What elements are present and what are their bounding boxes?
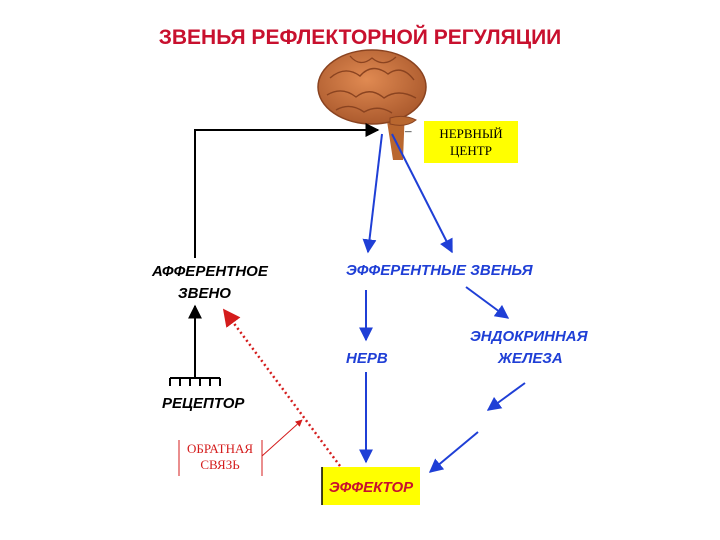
nervous-center-line2: ЦЕНТР xyxy=(450,143,492,158)
nerve-label: НЕРВ xyxy=(346,350,388,367)
feedback-pointer-arrow xyxy=(261,419,303,457)
brain-to-efferent-right-arrow xyxy=(391,133,453,254)
endocrine-label-line1: ЭНДОКРИННАЯ xyxy=(470,328,589,345)
endocrine-label-line2: ЖЕЛЕЗА xyxy=(497,350,563,367)
brain-to-efferent-left-arrow xyxy=(362,133,383,254)
effector-label: ЭФФЕКТОР xyxy=(329,479,414,496)
receptor-comb-icon xyxy=(169,377,221,386)
feedback-label-box: ОБРАТНАЯ СВЯЗЬ xyxy=(178,440,263,476)
feedback-label-line1: ОБРАТНАЯ xyxy=(187,441,253,456)
afferent-label-line2: ЗВЕНО xyxy=(178,285,231,302)
minus-sign: – xyxy=(404,123,412,138)
brain-image xyxy=(317,49,427,160)
endocrine-down-arrow xyxy=(486,382,526,411)
efferent-label: ЭФФЕРЕНТНЫЕ ЗВЕНЬЯ xyxy=(346,262,534,279)
receptor-label: РЕЦЕПТОР xyxy=(162,395,245,412)
nervous-center-line1: НЕРВНЫЙ xyxy=(439,126,502,141)
nervous-center-box: НЕРВНЫЙ ЦЕНТР xyxy=(424,121,518,163)
endocrine-to-effector-arrow xyxy=(428,431,479,473)
efferent-to-endocrine-arrow xyxy=(465,286,510,319)
feedback-label-line2: СВЯЗЬ xyxy=(200,457,240,472)
effector-box: ЭФФЕКТОР xyxy=(321,467,420,505)
afferent-path-line xyxy=(194,123,380,258)
page-title: ЗВЕНЬЯ РЕФЛЕКТОРНОЙ РЕГУЛЯЦИИ xyxy=(159,25,562,49)
afferent-label-line1: АФФЕРЕНТНОЕ xyxy=(151,263,269,280)
